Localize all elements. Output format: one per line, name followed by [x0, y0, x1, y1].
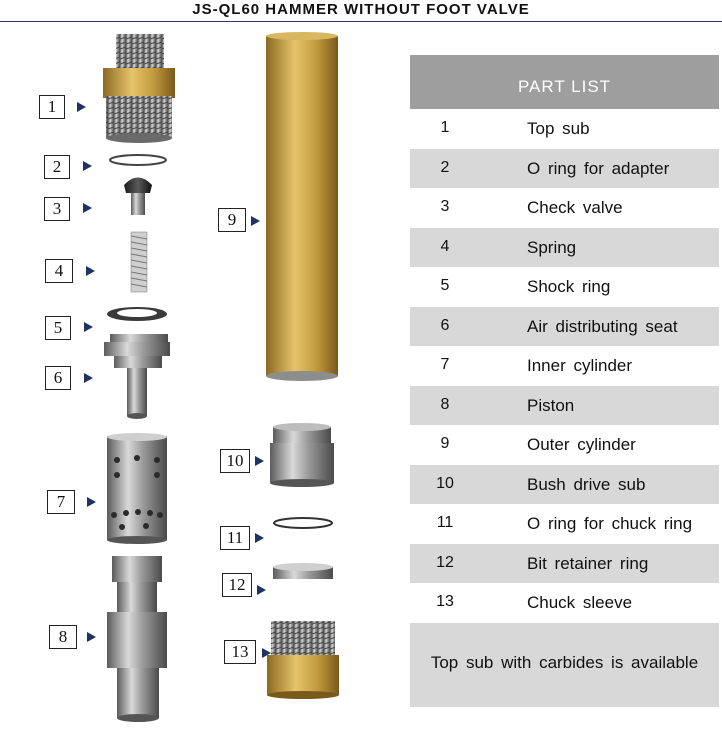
part-name: Piston: [527, 395, 575, 415]
part-name: O ring for chuck ring: [527, 514, 693, 533]
callout-5: 5: [45, 316, 71, 340]
part-number: 2: [440, 158, 450, 176]
part-name: Bit retainer ring: [527, 553, 649, 573]
part-3-check-valve: [124, 177, 152, 215]
callout-4-arrow: [86, 266, 95, 276]
part-name: Shock ring: [527, 277, 611, 296]
callout-1-arrow: [77, 102, 86, 112]
title-underline: [0, 21, 722, 22]
table-row: 13 Chuck sleeve: [410, 583, 719, 623]
part-name: Spring: [527, 237, 577, 257]
part-number: 8: [440, 395, 450, 413]
part-13-chuck-sleeve: [267, 621, 339, 699]
callout-8-arrow: [87, 632, 96, 642]
callout-9: 9: [218, 208, 246, 232]
part-number: 6: [440, 316, 450, 334]
part-name: Inner cylinder: [527, 356, 633, 375]
part-list-footer-note: Top sub with carbides is available: [410, 622, 719, 707]
callout-10-arrow: [255, 456, 264, 466]
part-number: 11: [436, 514, 454, 531]
table-row: 12 Bit retainer ring: [410, 543, 719, 583]
callout-3-arrow: [83, 203, 92, 213]
callout-13: 13: [224, 640, 256, 664]
part-number: 4: [440, 237, 450, 255]
part-number: 9: [440, 435, 450, 452]
part-10-bush-drive-sub: [270, 423, 334, 487]
part-list-table: PART LIST 1 Top sub 2 O ring for adapter…: [410, 55, 719, 707]
page-title: JS-QL60 HAMMER WITHOUT FOOT VALVE: [192, 1, 530, 18]
part-number: 1: [440, 119, 450, 136]
part-number: 5: [440, 277, 450, 294]
table-row: 3 Check valve: [410, 188, 719, 228]
table-row: 9 Outer cylinder: [410, 425, 719, 465]
part-number: 3: [440, 198, 450, 215]
table-row: 2 O ring for adapter: [410, 148, 719, 188]
callout-10: 10: [220, 449, 250, 473]
part-8-piston: [107, 556, 167, 722]
part-name: Top sub: [527, 119, 590, 138]
table-row: 1 Top sub: [410, 109, 719, 149]
part-2-o-ring: [109, 154, 167, 166]
part-name: Air distributing seat: [527, 316, 678, 336]
part-11-o-ring: [273, 517, 333, 529]
part-5-shock-ring: [107, 307, 167, 321]
callout-2-arrow: [83, 161, 92, 171]
table-row: 6 Air distributing seat: [410, 306, 719, 346]
part-1-top-sub: [103, 34, 175, 143]
part-6-air-distributing-seat: [104, 334, 170, 419]
table-row: 5 Shock ring: [410, 267, 719, 307]
callout-11: 11: [220, 526, 250, 550]
part-number: 12: [436, 553, 454, 571]
table-row: 8 Piston: [410, 385, 719, 425]
part-name: O ring for adapter: [527, 158, 670, 178]
part-7-inner-cylinder: [107, 433, 167, 544]
callout-6: 6: [45, 366, 71, 390]
callout-7-arrow: [87, 497, 96, 507]
callout-2: 2: [44, 155, 70, 179]
part-number: 7: [440, 356, 450, 373]
part-number: 10: [436, 474, 454, 492]
part-name: Bush drive sub: [527, 474, 646, 494]
part-name: Chuck sleeve: [527, 593, 633, 612]
part-12-bit-retainer-ring: [273, 563, 333, 579]
table-row: 10 Bush drive sub: [410, 464, 719, 504]
table-row: 11 O ring for chuck ring: [410, 504, 719, 544]
top-sub-lower-thread: [106, 96, 172, 138]
part-name: Outer cylinder: [527, 435, 636, 454]
callout-1: 1: [39, 95, 65, 119]
part-number: 13: [436, 593, 454, 610]
callout-12: 12: [222, 573, 252, 597]
callout-5-arrow: [84, 322, 93, 332]
callout-9-arrow: [251, 216, 260, 226]
table-row: 7 Inner cylinder: [410, 346, 719, 386]
callout-7: 7: [47, 490, 75, 514]
callout-8: 8: [49, 625, 77, 649]
part-4-spring: [130, 231, 148, 293]
callout-3: 3: [44, 197, 70, 221]
part-list-header: PART LIST: [410, 55, 719, 109]
part-9-outer-cylinder: [266, 32, 338, 381]
part-name: Check valve: [527, 198, 623, 217]
callout-4: 4: [45, 259, 73, 283]
table-row: 4 Spring: [410, 227, 719, 267]
callout-12-arrow: [257, 585, 266, 595]
callout-6-arrow: [84, 373, 93, 383]
top-sub-thread: [116, 34, 164, 72]
callout-11-arrow: [255, 533, 264, 543]
top-sub-brass-collar: [103, 68, 175, 98]
callout-13-arrow: [262, 648, 271, 658]
